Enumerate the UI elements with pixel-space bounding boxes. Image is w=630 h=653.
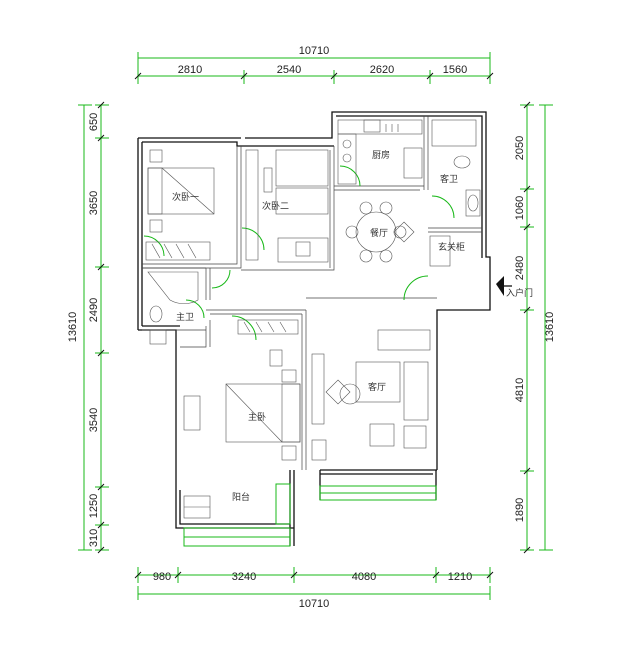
left-segment-6: 310	[88, 529, 100, 547]
top-segment-3: 2620	[370, 64, 394, 76]
entrance-icon	[496, 276, 512, 296]
kitchen-furniture	[337, 119, 423, 185]
dining-furniture	[345, 201, 451, 267]
left-segment-2: 3650	[88, 191, 100, 215]
master-bedroom-furniture	[183, 319, 301, 461]
left-segment-5: 1250	[88, 494, 100, 518]
entrance-label: 入户门	[506, 287, 533, 299]
bottom-total-dimension: 10710	[137, 586, 491, 610]
room-label-master-bath: 主卫	[176, 311, 194, 323]
top-segment-4: 1560	[443, 64, 467, 76]
bedroom2-furniture	[145, 149, 215, 261]
door-swings	[143, 165, 455, 341]
room-label-balcony: 阳台	[232, 491, 250, 503]
bottom-segment-1: 980	[153, 571, 171, 583]
room-label-bedroom2: 次卧一	[172, 191, 199, 203]
top-segment-2: 2540	[277, 64, 301, 76]
left-segment-dimensions: 650 3650 2490 3540 1250 310	[88, 101, 109, 554]
top-total-dimension: 10710	[137, 45, 491, 72]
room-label-guest-bath: 客卫	[440, 173, 458, 185]
right-segment-2: 1060	[514, 196, 526, 220]
left-segment-3: 2490	[88, 298, 100, 322]
bottom-total-label: 10710	[299, 598, 330, 610]
room-label-dining: 餐厅	[370, 227, 388, 239]
left-total-label: 13610	[67, 312, 79, 343]
outer-walls	[137, 111, 491, 546]
bottom-segment-dimensions: 980 3240 4080 1210	[134, 567, 494, 583]
bedroom3-furniture	[245, 149, 329, 263]
master-bath-furniture	[147, 271, 199, 345]
balcony-furniture	[183, 483, 437, 547]
living-furniture	[311, 329, 431, 461]
right-segment-1: 2050	[514, 136, 526, 160]
room-label-bedroom3: 次卧二	[262, 200, 289, 212]
left-segment-4: 3540	[88, 408, 100, 432]
bottom-segment-2: 3240	[232, 571, 256, 583]
right-segment-3: 2480	[514, 256, 526, 280]
right-segment-5: 1890	[514, 498, 526, 522]
room-label-master-bedroom: 主卧	[248, 411, 266, 423]
bottom-segment-4: 1210	[448, 571, 472, 583]
room-label-kitchen: 厨房	[372, 149, 390, 161]
right-total-dimension: 13610	[539, 104, 556, 551]
room-label-entrance-closet: 玄关柜	[438, 241, 465, 253]
room-label-living: 客厅	[368, 381, 386, 393]
guest-bath-furniture	[431, 119, 481, 217]
right-segment-4: 4810	[514, 378, 526, 402]
top-segment-dimensions: 2810 2540 2620 1560	[134, 64, 494, 84]
right-total-label: 13610	[544, 312, 556, 343]
left-segment-1: 650	[88, 113, 100, 131]
top-total-label: 10710	[299, 45, 330, 57]
right-segment-dimensions: 2050 1060 2480 4810 1890	[514, 101, 534, 554]
bottom-segment-3: 4080	[352, 571, 376, 583]
left-total-dimension: 13610	[67, 104, 92, 551]
top-segment-1: 2810	[178, 64, 202, 76]
interior-walls	[142, 116, 482, 470]
